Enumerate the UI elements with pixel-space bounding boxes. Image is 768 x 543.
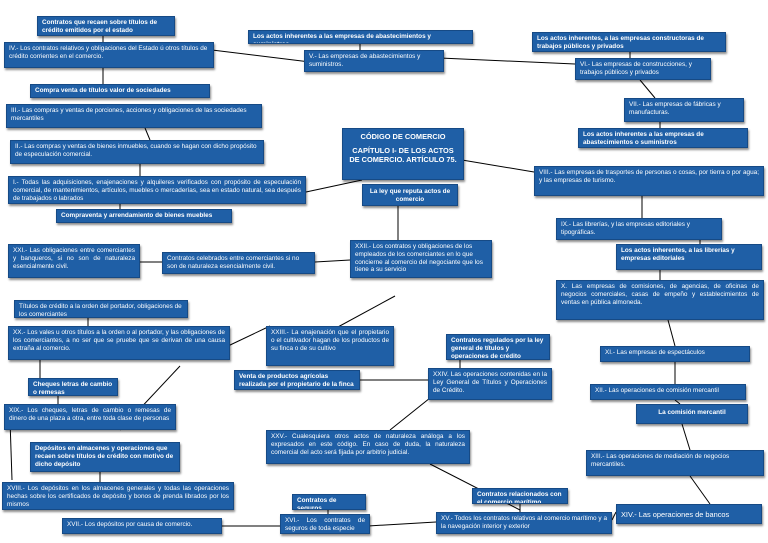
link-xiii-xiv	[689, 475, 711, 505]
center-title: CÓDIGO DE COMERCIO	[360, 132, 446, 141]
node-xxv: XXV.- Cualesquiera otros actos de natura…	[266, 430, 470, 464]
node-cheques: Cheques letras de cambio o remesas	[28, 378, 118, 396]
link-xvi-xv	[367, 521, 437, 527]
node-comision-mercantil: La comisión mercantil	[636, 404, 748, 424]
node-i: I.- Todas las adquisiciones, enajenacion…	[8, 176, 306, 204]
link-xx-xxii	[227, 325, 271, 347]
node-contratos-regulados: Contratos regulados por la ley general d…	[446, 334, 550, 360]
node-iv: IV.- Los contratos relativos y obligacio…	[4, 42, 214, 68]
node-xxiv: XXIV. Las operaciones contenidas en la L…	[428, 368, 552, 400]
link-xxiv-xxv	[389, 397, 431, 431]
node-xvi: XVI.- Los contratos de seguros de toda e…	[280, 514, 370, 534]
node-codigo-comercio: CÓDIGO DE COMERCIO CAPÍTULO I- DE LOS AC…	[342, 128, 464, 180]
node-ix: IX.- Las librerías, y las empresas edito…	[556, 218, 722, 240]
link-contratos-xxii	[314, 259, 351, 263]
node-ii: II.- Las compras y ventas de bienes inmu…	[10, 140, 264, 164]
node-actos-abastecimientos-right: Los actos inherentes a las empresas de a…	[578, 128, 748, 148]
node-contratos-titulos-estado: Contratos que recaen sobre títulos de cr…	[37, 16, 175, 36]
link-iv-v	[211, 49, 311, 63]
link-vi-vii	[639, 79, 656, 99]
node-vi: VI.- Las empresas de construcciones, y t…	[575, 58, 711, 80]
node-vii: VII.- Las empresas de fábricas y manufac…	[624, 98, 744, 122]
node-titulos-orden: Títulos de crédito a la orden del portad…	[14, 300, 188, 318]
link-iii-ii	[144, 127, 151, 141]
node-xii: XII.- Las operaciones de comisión mercan…	[590, 384, 746, 400]
center-subtitle: CAPÍTULO I- DE LOS ACTOS DE COMERCIO. AR…	[349, 146, 457, 164]
node-xiii: XIII.- Las operaciones de mediación de n…	[586, 450, 764, 476]
node-xi: XI.- Las empresas de espectáculos	[600, 346, 750, 362]
node-xviii: XVIII.- Los depósitos en los almacenes g…	[2, 482, 234, 510]
node-xxiii: XXIII.- La enajenación que el propietari…	[266, 326, 394, 366]
node-contratos-comerciantes: Contratos celebrados entre comerciantes …	[162, 252, 315, 274]
link-v-vi	[439, 57, 576, 65]
node-contratos-maritimo: Contratos relacionados con el comercio m…	[472, 488, 568, 504]
link-xv-xiv	[611, 511, 617, 521]
node-compra-venta-titulos: Compra venta de títulos valor de socieda…	[30, 84, 210, 98]
node-xx: XX.- Los vales u otros títulos a la orde…	[8, 326, 230, 360]
node-actos-abastecimientos-top: Los actos inherentes a las empresas de a…	[248, 30, 473, 44]
node-xv: XV.- Todos los contratos relativos al co…	[436, 512, 612, 534]
node-actos-librerias: Los actos inherentes, a las librerías y …	[616, 244, 762, 270]
node-x: X. Las empresas de comisiones, de agenci…	[556, 280, 764, 320]
node-v: V.- Las empresas de abastecimientos y su…	[304, 50, 444, 72]
node-actos-constructoras: Los actos inherentes, a las empresas con…	[532, 32, 726, 52]
link-comision-xiii	[681, 423, 691, 451]
node-contratos-de: Contratos de seguros	[292, 494, 366, 510]
node-xiv: XIV.- Las operaciones de bancos	[616, 504, 762, 524]
link-xix-xvii	[9, 419, 13, 481]
node-ley-reputa: La ley que reputa actos de comercio	[362, 184, 458, 206]
link-x-xi	[667, 319, 676, 347]
link-i-center	[305, 179, 363, 193]
link-xii-comision	[674, 399, 681, 405]
node-xxii: XXII.- Los contratos y obligaciones de l…	[350, 240, 492, 278]
node-depositos-almacenes: Depósitos en almacenes y operaciones que…	[30, 442, 180, 472]
node-xix: XIX.- Los cheques, letras de cambio o re…	[4, 404, 176, 430]
node-xvii: XVII.- Los depósitos por causa de comerc…	[62, 518, 222, 534]
node-viii: VIII.- Las empresas de trasportes de per…	[534, 166, 764, 196]
node-compraventa-arrendamiento: Compraventa y arrendamiento de bienes mu…	[56, 209, 232, 223]
link-center-viii	[461, 159, 535, 173]
node-xxi: XXI.- Las obligaciones entre comerciante…	[8, 244, 140, 278]
node-venta-agricolas: Venta de productos agrícolas realizada p…	[234, 370, 360, 390]
node-iii: III.- Las compras y ventas de porciones,…	[6, 104, 262, 128]
